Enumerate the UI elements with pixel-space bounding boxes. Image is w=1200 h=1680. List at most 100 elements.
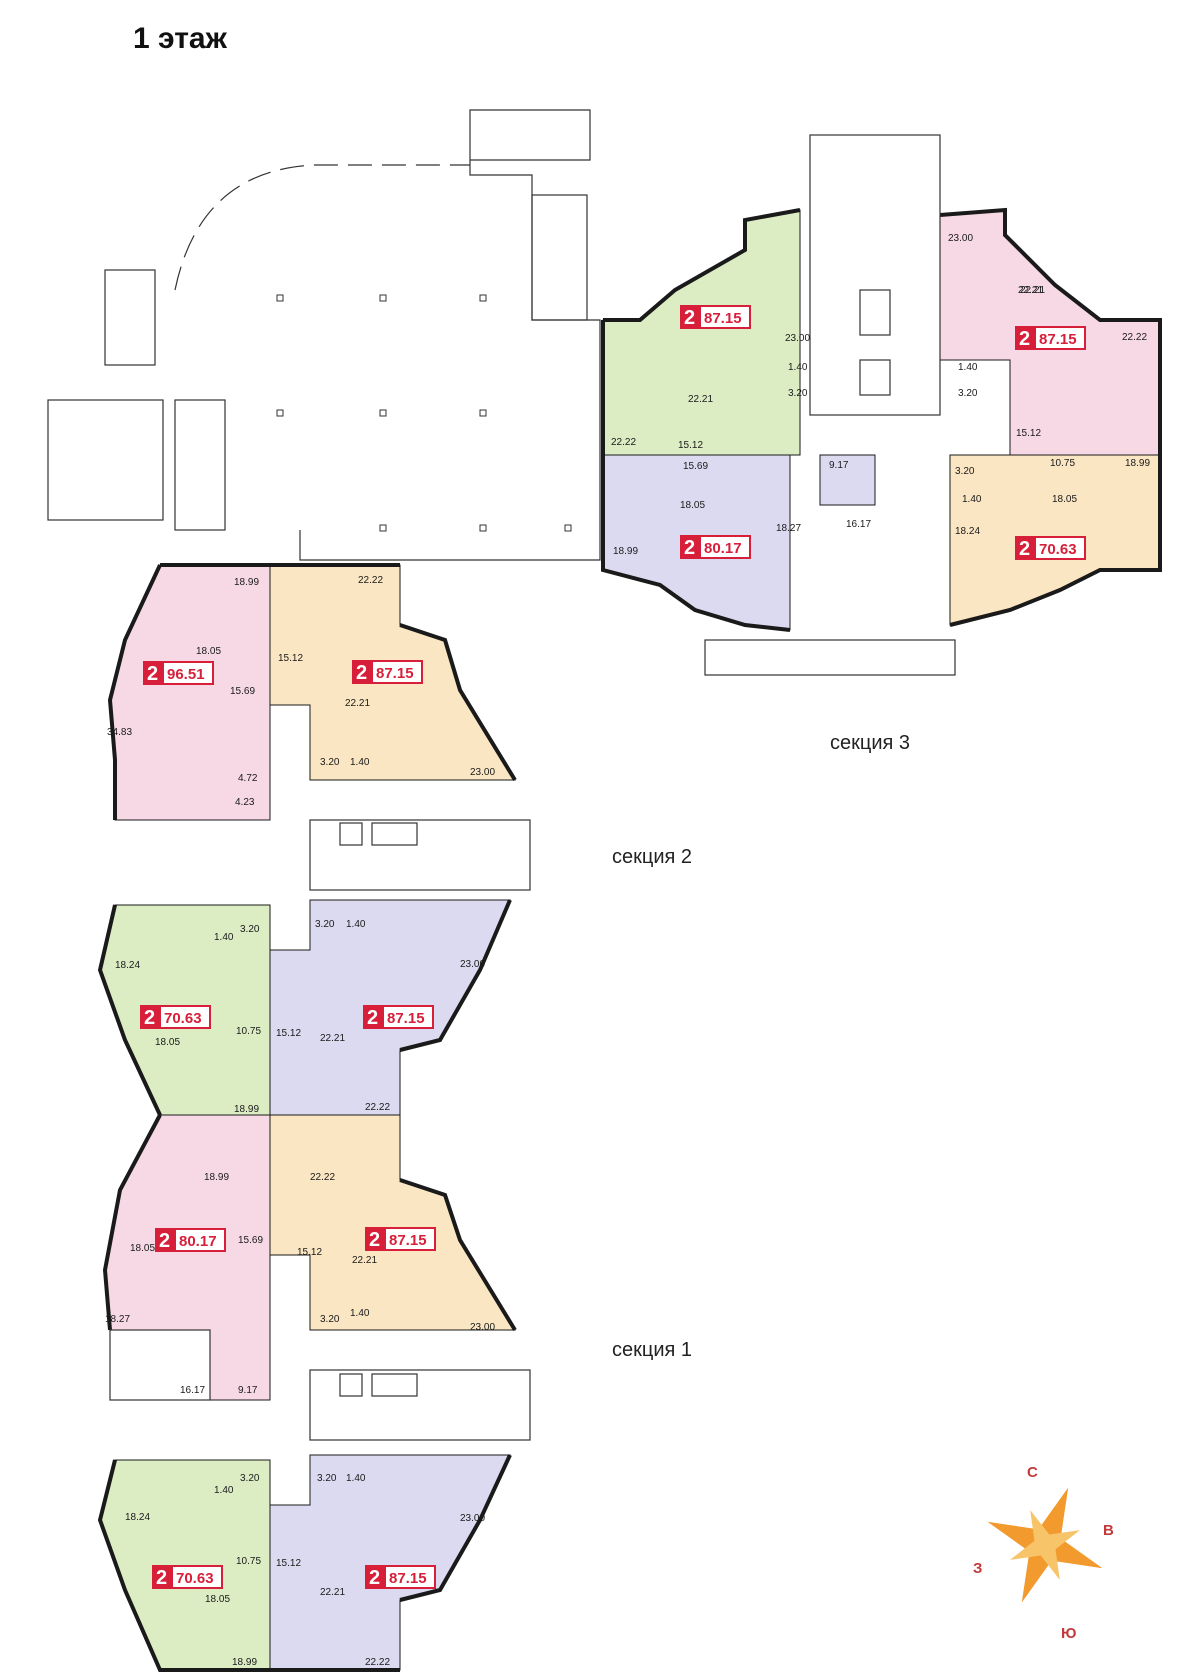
room-label: 34.83 (107, 727, 132, 738)
room-label: 18.99 (204, 1172, 229, 1183)
room-label: 3.20 (955, 466, 975, 477)
room-label: 15.12 (678, 440, 703, 451)
room-label: 22.22 (358, 575, 383, 586)
room-label: 4.23 (235, 797, 255, 808)
room-label: 15.12 (297, 1247, 322, 1258)
room-label: 22.21 (320, 1587, 345, 1598)
lobby-hall (47, 109, 601, 561)
room-label: 23.00 (470, 1322, 495, 1333)
svg-text:2: 2 (684, 307, 695, 329)
section-2-label: секция 2 (612, 846, 693, 868)
room-label: 1.40 (958, 362, 978, 373)
room-label: 18.99 (234, 1104, 259, 1115)
room-label: 22.21 (688, 394, 713, 405)
compass-north: С (1027, 1464, 1038, 1481)
room-label: 22.21 (352, 1255, 377, 1266)
room-label: 18.24 (125, 1512, 150, 1523)
room-label: 1.40 (214, 932, 234, 943)
apartment-s1-se (269, 1454, 511, 1671)
svg-text:2: 2 (369, 1229, 380, 1251)
room-label: 18.24 (115, 960, 140, 971)
room-label: 4.72 (238, 773, 258, 784)
room-label: 23.00 (785, 333, 810, 344)
room-label: 1.40 (350, 757, 370, 768)
svg-text:2: 2 (159, 1230, 170, 1252)
room-label: 23.00 (470, 767, 495, 778)
room-label: 15.12 (1016, 428, 1041, 439)
room-label: 18.27 (776, 523, 801, 534)
section-1-label: секция 1 (612, 1339, 693, 1361)
section-3-label: секция 3 (830, 732, 911, 754)
room-label: 22.21 (345, 698, 370, 709)
apartment-s3-nw (602, 209, 801, 456)
svg-text:2: 2 (356, 662, 367, 684)
room-label: 18.05 (1052, 494, 1077, 505)
room-label: 10.75 (236, 1556, 261, 1567)
section-3-plan (601, 134, 1162, 676)
section-1-plan (97, 1114, 531, 1672)
svg-text:70.63: 70.63 (176, 1570, 214, 1587)
svg-text:2: 2 (1019, 328, 1030, 350)
room-label: 22.22 (611, 437, 636, 448)
room-label: 22.22 (1122, 332, 1147, 343)
room-label: 1.40 (788, 362, 808, 373)
room-label: 16.17 (846, 519, 871, 530)
svg-text:87.15: 87.15 (389, 1232, 427, 1249)
compass-south: Ю (1061, 1625, 1076, 1642)
room-label: 23.00 (948, 233, 973, 244)
room-label: 18.99 (234, 577, 259, 588)
compass-west: З (973, 1560, 982, 1577)
room-label: 1.40 (346, 919, 366, 930)
room-label: 22.21 (320, 1033, 345, 1044)
room-label: 18.05 (130, 1243, 155, 1254)
room-label: 22.21 (1020, 285, 1045, 296)
room-labels: 23.00 22.21 1.40 3.20 22.21 22.22 15.12 … (105, 233, 1150, 1668)
room-label: 18.99 (613, 546, 638, 557)
room-label: 22.22 (365, 1102, 390, 1113)
svg-text:87.15: 87.15 (704, 310, 742, 327)
room-label: 15.12 (276, 1028, 301, 1039)
storage-s3 (819, 454, 876, 506)
room-label: 15.69 (683, 461, 708, 472)
compass-east: В (1103, 1522, 1114, 1539)
svg-text:87.15: 87.15 (1039, 331, 1077, 348)
room-label: 3.20 (315, 919, 335, 930)
room-label: 18.99 (1125, 458, 1150, 469)
svg-text:87.15: 87.15 (389, 1570, 427, 1587)
room-label: 23.00 (460, 1513, 485, 1524)
svg-text:96.51: 96.51 (167, 666, 205, 683)
svg-text:2: 2 (1019, 538, 1030, 560)
page-title: 1 этаж (133, 22, 227, 55)
svg-text:2: 2 (156, 1567, 167, 1589)
room-label: 3.20 (320, 1314, 340, 1325)
room-label: 23.00 (460, 959, 485, 970)
room-label: 1.40 (214, 1485, 234, 1496)
room-label: 3.20 (240, 1473, 260, 1484)
room-label: 18.27 (105, 1314, 130, 1325)
room-label: 15.69 (230, 686, 255, 697)
room-label: 3.20 (958, 388, 978, 399)
room-label: 10.75 (1050, 458, 1075, 469)
room-label: 22.22 (310, 1172, 335, 1183)
svg-text:2: 2 (369, 1567, 380, 1589)
room-label: 15.12 (278, 653, 303, 664)
room-label: 9.17 (238, 1385, 258, 1396)
svg-text:2: 2 (147, 663, 158, 685)
svg-text:87.15: 87.15 (387, 1010, 425, 1027)
room-label: 18.05 (155, 1037, 180, 1048)
apartment-s1-nw (104, 1114, 271, 1401)
room-label: 15.12 (276, 1558, 301, 1569)
room-label: 18.05 (196, 646, 221, 657)
